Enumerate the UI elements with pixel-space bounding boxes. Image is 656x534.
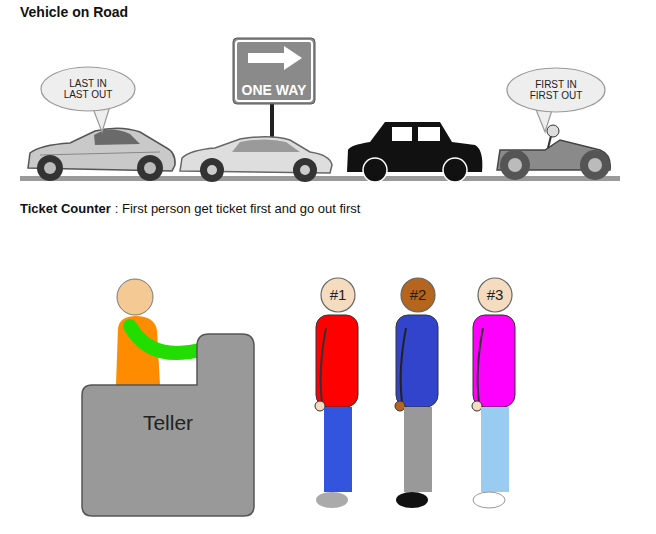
wheel [200,158,224,182]
wheel-hub [300,165,310,175]
wheel [363,158,387,182]
car-window [418,127,440,141]
node-text: LAST IN LAST OUT [59,78,117,101]
wheel [293,158,317,182]
car-window [94,130,140,146]
person-head: #2 [400,277,436,313]
hand [315,401,325,411]
bubble-body [507,68,605,112]
wheel-hub [44,162,56,174]
head-circle [401,278,435,312]
arm [130,326,200,353]
head [117,279,153,315]
wheel [443,158,467,182]
speech-bubble: LAST IN LAST OUT [40,66,136,112]
desk-shape [82,334,254,516]
bubble-body [41,67,135,111]
arm [478,328,483,402]
section-heading: Vehicle on Road [20,4,128,20]
one-way-sign: ONE WAY [233,38,315,104]
wheel [137,155,163,181]
speech-bubble: FIRST IN FIRST OUT [506,67,606,113]
pants [404,407,432,492]
node-text: ONE WAY [242,82,307,98]
sign-arrow [248,46,302,70]
hand [395,401,405,411]
node-text: #1 [330,286,347,303]
vintage-car [347,122,482,182]
sedan-car [180,137,332,182]
road [20,176,620,181]
sign-border [236,41,312,101]
wheel [500,150,530,180]
section-heading-line: Ticket Counter : First person get ticket … [20,201,360,216]
wheel [37,155,63,181]
wheel-hub [207,165,217,175]
head-circle [478,278,512,312]
node-text: FIRST IN FIRST OUT [526,79,586,102]
arm [321,328,326,402]
shoe [396,492,428,508]
car-window [232,140,300,153]
shoe [473,492,505,508]
car-line [40,152,160,155]
arm [401,328,406,402]
node-text: #2 [410,286,427,303]
customer [315,315,358,508]
customer [395,315,438,508]
shirt [396,315,438,407]
shoe [316,492,348,508]
customer [472,315,515,508]
person-head: #3 [477,277,513,313]
shirt [316,315,358,407]
pants [481,407,509,492]
wheel-hub [144,162,156,174]
driver-head [547,125,559,137]
shirt [473,315,515,407]
roadster-car [497,125,610,180]
car-window [392,127,412,141]
node-text: Teller [143,411,193,435]
wheel [580,150,610,180]
section-heading: Ticket Counter [20,201,111,216]
description: : First person get ticket first and go o… [115,201,361,216]
wheel-hub [508,158,522,172]
sports-car [28,128,175,181]
wheel-hub [588,158,602,172]
hand [472,401,482,411]
pants [324,407,352,492]
teller-desk: Teller [82,330,254,516]
head-circle [321,278,355,312]
sign-plate [233,38,315,104]
node-text: #3 [487,286,504,303]
person-head: #1 [320,277,356,313]
